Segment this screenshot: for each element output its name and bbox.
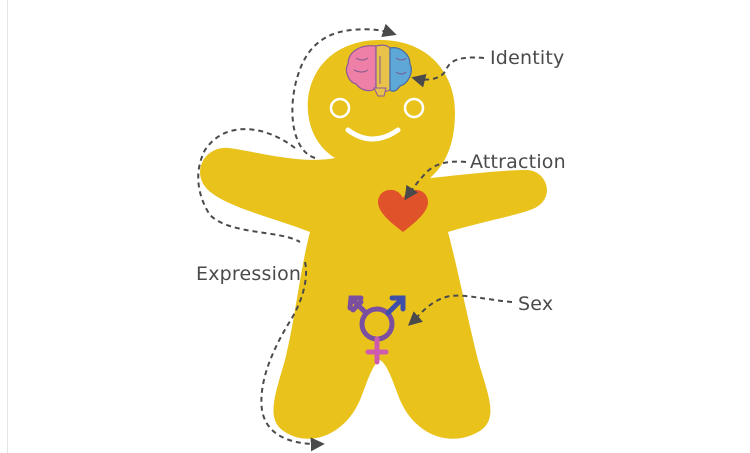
sex-label: Sex xyxy=(518,293,553,315)
gingerbread-figure xyxy=(200,40,547,439)
expression-arc-left xyxy=(197,128,301,243)
identity-pointer xyxy=(411,56,485,88)
identity-label: Identity xyxy=(490,47,564,69)
left-eye xyxy=(329,97,351,119)
expression-arc-bottom xyxy=(260,261,325,452)
expression-label: Expression xyxy=(196,263,301,285)
attraction-pointer xyxy=(404,160,467,201)
gingerbread-body xyxy=(200,40,547,439)
right-eye xyxy=(403,97,425,119)
connector-lines xyxy=(197,23,513,452)
expression-arc-top xyxy=(291,23,397,159)
page-border xyxy=(7,0,8,453)
brain-icon xyxy=(345,44,412,97)
smile xyxy=(345,127,401,142)
transgender-symbol-icon xyxy=(347,295,406,365)
heart-icon xyxy=(378,189,428,232)
attraction-label: Attraction xyxy=(470,151,566,173)
sex-pointer xyxy=(407,294,513,326)
